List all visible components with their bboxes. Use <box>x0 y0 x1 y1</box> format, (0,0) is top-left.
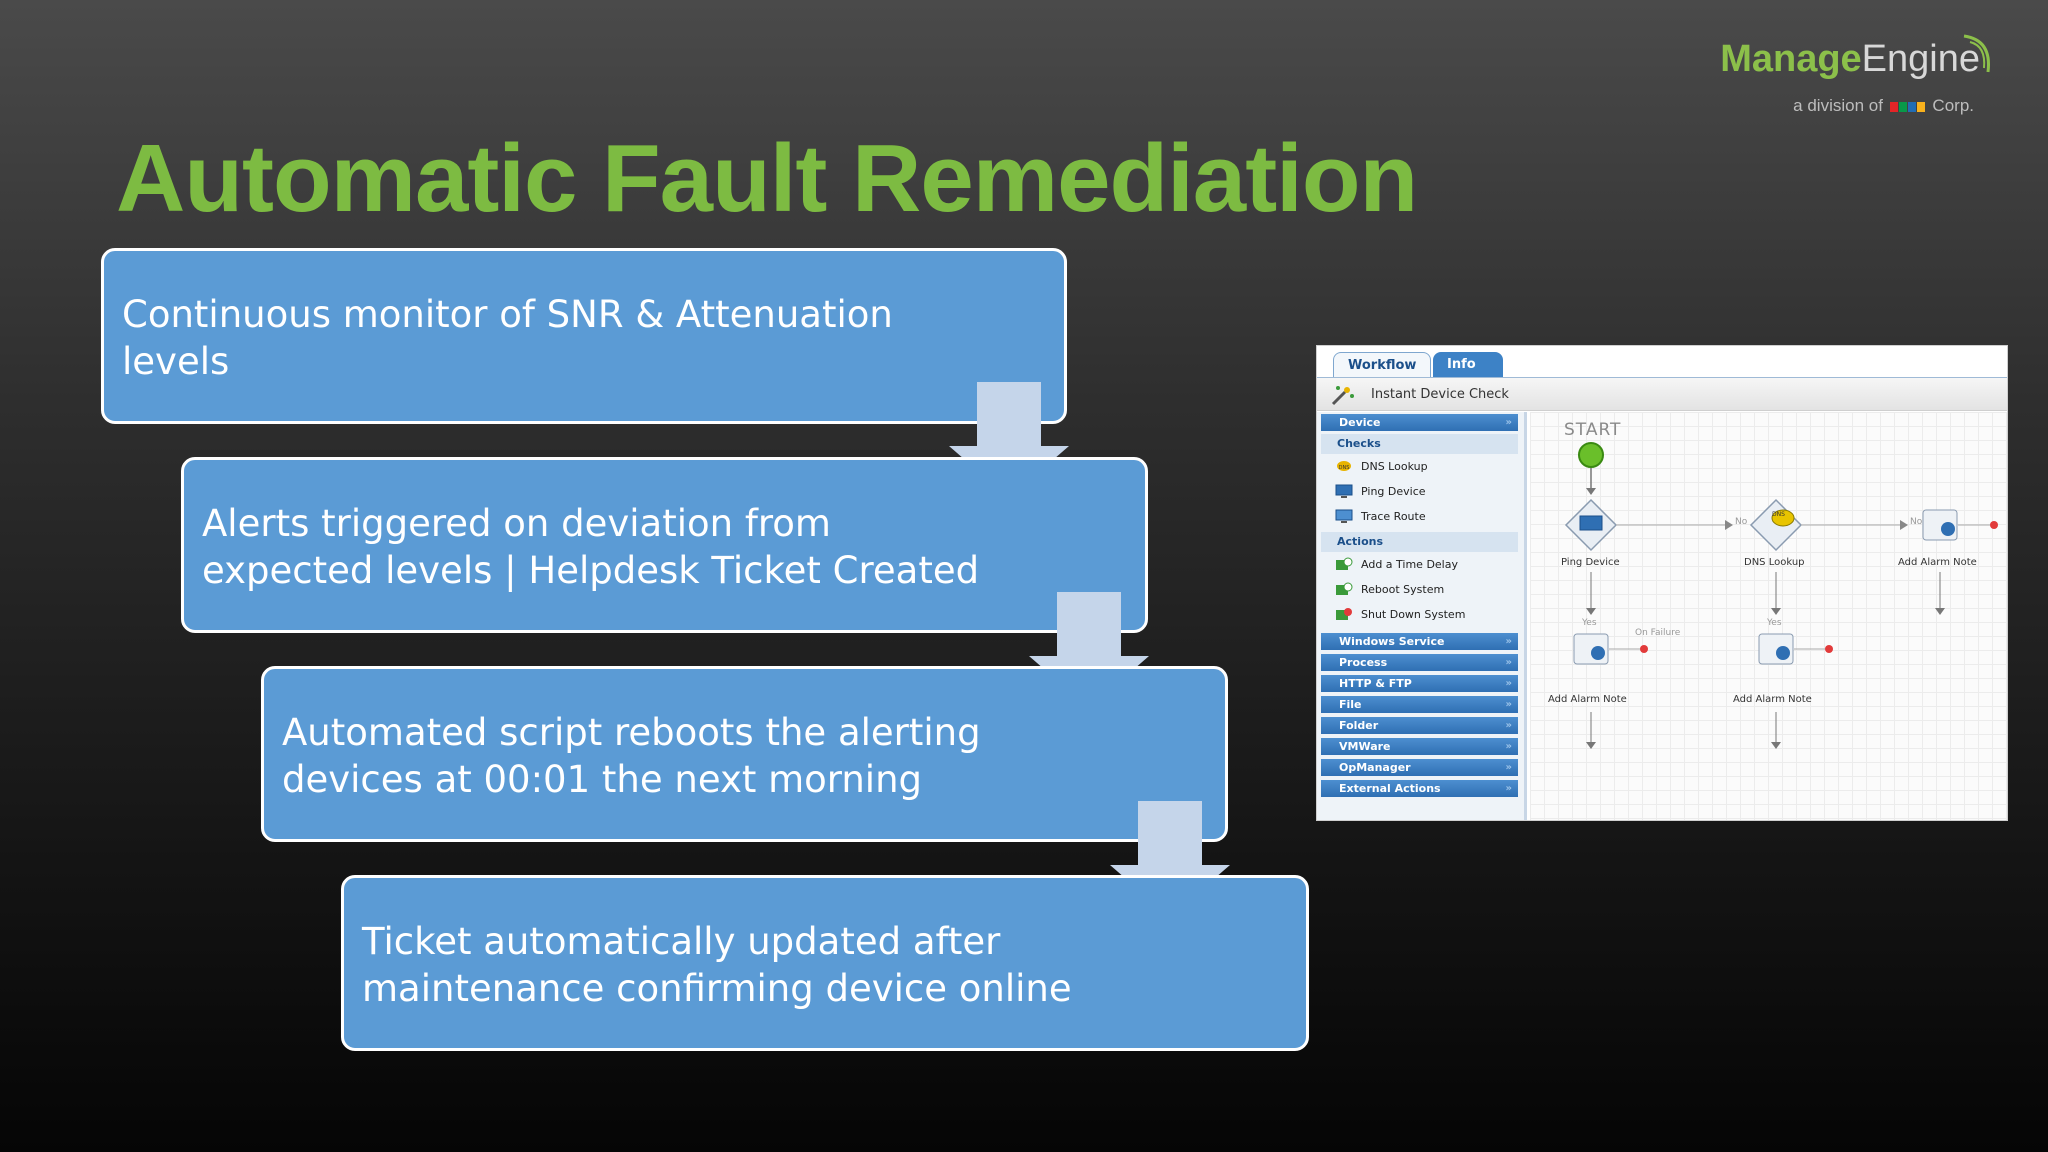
on-failure-label: On Failure <box>1635 628 1681 638</box>
workflow-name: Instant Device Check <box>1371 387 1509 402</box>
sidebar-group-windows-service[interactable]: Windows Service <box>1321 633 1518 650</box>
step-3-line-1: Automated script reboots the alerting <box>282 711 981 754</box>
sidebar-section-checks: Checks <box>1321 434 1518 454</box>
node-label-add-alarm-note: Add Alarm Note <box>1548 694 1627 705</box>
sidebar-section-actions: Actions <box>1321 532 1518 552</box>
clock-icon <box>1336 557 1353 570</box>
sidebar-group-opmanager[interactable]: OpManager <box>1321 759 1518 776</box>
step-2-line-1: Alerts triggered on deviation from <box>202 502 831 545</box>
logo-arc-icon <box>1963 34 1990 73</box>
step-box-3: Automated script reboots the alerting de… <box>261 666 1228 842</box>
step-box-4: Ticket automatically updated after maint… <box>341 875 1309 1051</box>
sidebar-item-label: Add a Time Delay <box>1361 558 1458 571</box>
workflow-diagram <box>1564 442 1998 749</box>
branch-yes-label: Yes <box>1767 618 1782 628</box>
workflow-toolbar: Instant Device Check <box>1317 377 2007 411</box>
shutdown-icon <box>1336 608 1352 620</box>
sidebar-item-label: Trace Route <box>1361 510 1426 523</box>
branch-yes-label: Yes <box>1582 618 1597 628</box>
sidebar-item-label: Ping Device <box>1361 485 1426 498</box>
branch-no-label: No <box>1910 517 1923 527</box>
sidebar-group-file[interactable]: File <box>1321 696 1518 713</box>
logo-brand-b: Engine <box>1861 38 1980 80</box>
step-box-2: Alerts triggered on deviation from expec… <box>181 457 1148 633</box>
sidebar-group-external-actions[interactable]: External Actions <box>1321 780 1518 797</box>
tab-info[interactable]: Info <box>1433 352 1503 378</box>
sidebar-item-shut-down-system[interactable]: Shut Down System <box>1335 602 1524 627</box>
dns-lookup-node-icon <box>1749 498 1803 552</box>
sidebar-item-ping-device[interactable]: Ping Device <box>1335 479 1524 504</box>
logo-wordmark: ManageEngine <box>1720 38 1980 81</box>
logo-tagline-suffix: Corp. <box>1932 96 1974 115</box>
node-label-add-alarm-note: Add Alarm Note <box>1898 557 1977 568</box>
step-4-line-1: Ticket automatically updated after <box>362 920 1001 963</box>
sidebar-item-trace-route[interactable]: Trace Route <box>1335 504 1524 529</box>
node-label-dns-lookup: DNS Lookup <box>1744 557 1805 568</box>
magic-wand-icon <box>1331 386 1354 406</box>
zoho-logo-icon <box>1889 97 1926 117</box>
sidebar-item-add-time-delay[interactable]: Add a Time Delay <box>1335 552 1524 577</box>
sidebar-group-http-ftp[interactable]: HTTP & FTP <box>1321 675 1518 692</box>
logo-brand-a: Manage <box>1720 38 1862 80</box>
sidebar-item-label: Shut Down System <box>1361 608 1466 621</box>
sidebar-group-folder[interactable]: Folder <box>1321 717 1518 734</box>
reboot-icon <box>1336 582 1353 595</box>
slide-title: Automatic Fault Remediation <box>116 125 1418 232</box>
node-label-add-alarm-note: Add Alarm Note <box>1733 694 1812 705</box>
sidebar-item-label: Reboot System <box>1361 583 1445 596</box>
dns-badge: DNS <box>1772 511 1785 518</box>
start-node-icon <box>1578 442 1604 468</box>
node-label-ping-device: Ping Device <box>1561 557 1620 568</box>
sidebar-group-device[interactable]: Device <box>1321 414 1518 431</box>
dns-icon: DNS <box>1337 461 1351 471</box>
logo-tagline-prefix: a division of <box>1793 96 1883 115</box>
sidebar-item-label: DNS Lookup <box>1361 460 1428 473</box>
logo-tagline: a division of Corp. <box>1793 96 1974 117</box>
trace-route-icon <box>1335 509 1353 523</box>
step-1-line-2: levels <box>122 340 230 383</box>
sidebar-group-process[interactable]: Process <box>1321 654 1518 671</box>
sidebar-group-vmware[interactable]: VMWare <box>1321 738 1518 755</box>
tab-workflow[interactable]: Workflow <box>1333 352 1431 378</box>
step-3-line-2: devices at 00:01 the next morning <box>282 758 923 801</box>
sidebar-item-reboot-system[interactable]: Reboot System <box>1335 577 1524 602</box>
step-4-line-2: maintenance confirming device online <box>362 967 1072 1010</box>
workflow-canvas[interactable]: START <box>1530 412 2007 820</box>
svg-text:DNS: DNS <box>1339 465 1350 471</box>
manageengine-logo: ManageEngine a division of Corp. <box>1698 34 1998 128</box>
step-box-1: Continuous monitor of SNR & Attenuation … <box>101 248 1067 424</box>
start-label: START <box>1564 420 1622 440</box>
branch-no-label: No <box>1735 517 1748 527</box>
step-1-line-1: Continuous monitor of SNR & Attenuation <box>122 293 893 336</box>
workflow-sidebar: Device Checks DNS DNS Lookup Ping Device… <box>1317 412 1527 820</box>
workflow-screenshot: Workflow Info Instant Device Check Devic… <box>1316 345 2008 821</box>
monitor-icon <box>1335 484 1353 498</box>
step-2-line-2: expected levels | Helpdesk Ticket Create… <box>202 549 980 592</box>
sidebar-item-dns-lookup[interactable]: DNS DNS Lookup <box>1335 454 1524 479</box>
